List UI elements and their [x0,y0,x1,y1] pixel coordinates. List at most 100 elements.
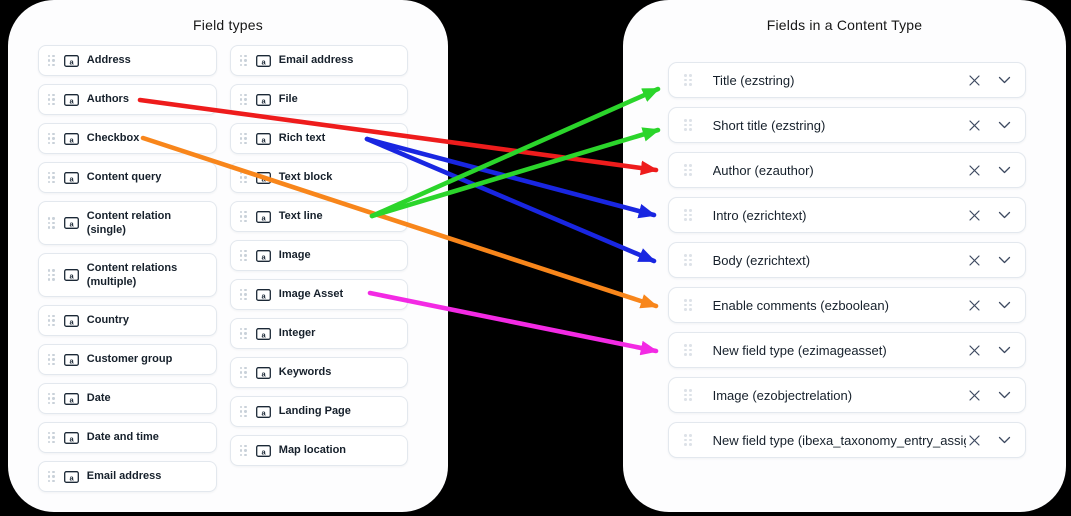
drag-handle-icon[interactable] [240,366,247,379]
content-type-field-row[interactable]: Title (ezstring) [668,62,1026,98]
drag-handle-icon[interactable] [684,253,692,267]
field-type-card[interactable]: a Content relation (single) [38,201,217,245]
content-type-field-row[interactable]: Image (ezobjectrelation) [668,377,1026,413]
drag-handle-icon[interactable] [684,208,692,222]
drag-handle-icon[interactable] [48,392,55,405]
field-type-card[interactable]: a Authors [38,84,217,115]
field-type-card[interactable]: a Rich text [230,123,408,154]
field-type-card[interactable]: a Date and time [38,422,217,453]
close-icon [969,344,980,356]
field-type-label: Address [86,54,131,67]
drag-handle-icon[interactable] [684,433,692,447]
content-type-field-row[interactable]: New field type (ibexa_taxonomy_entry_ass… [668,422,1026,458]
drag-handle-icon[interactable] [240,444,247,457]
field-type-card[interactable]: a Email address [38,461,217,492]
drag-handle-icon[interactable] [240,249,247,262]
collapse-field-button[interactable] [996,119,1013,131]
content-type-field-row[interactable]: Intro (ezrichtext) [668,197,1026,233]
field-type-card[interactable]: a Landing Page [230,396,408,427]
field-type-label: Date and time [86,431,159,444]
drag-handle-icon[interactable] [240,54,247,67]
field-type-label: Customer group [86,353,173,366]
content-type-field-row[interactable]: Short title (ezstring) [668,107,1026,143]
field-type-card[interactable]: a Content relations (multiple) [38,253,217,297]
drag-handle-icon[interactable] [240,93,247,106]
collapse-field-button[interactable] [996,434,1013,446]
drag-handle-icon[interactable] [240,132,247,145]
field-type-card[interactable]: a Content query [38,162,217,193]
remove-field-button[interactable] [966,387,983,404]
field-type-label: Image Asset [278,288,344,301]
field-type-card[interactable]: a Text block [230,162,408,193]
drag-handle-icon[interactable] [48,314,55,327]
content-type-field-row[interactable]: Enable comments (ezboolean) [668,287,1026,323]
content-type-field-row[interactable]: Author (ezauthor) [668,152,1026,188]
field-type-icon: a [255,93,271,106]
collapse-field-button[interactable] [996,164,1013,176]
field-type-label: Landing Page [278,405,351,418]
field-type-card[interactable]: a Address [38,45,217,76]
field-type-label: Map location [278,444,347,457]
remove-field-button[interactable] [966,117,983,134]
collapse-field-button[interactable] [996,209,1013,221]
drag-handle-icon[interactable] [48,54,55,67]
collapse-field-button[interactable] [996,254,1013,266]
remove-field-button[interactable] [966,432,983,449]
drag-handle-icon[interactable] [48,269,55,281]
drag-handle-icon[interactable] [48,470,55,483]
content-type-field-row[interactable]: New field type (ezimageasset) [668,332,1026,368]
chevron-down-icon [998,166,1011,174]
collapse-field-button[interactable] [996,74,1013,86]
drag-handle-icon[interactable] [48,171,55,184]
field-type-icon: a [63,217,79,229]
drag-handle-icon[interactable] [48,217,55,229]
remove-field-button[interactable] [966,162,983,179]
drag-handle-icon[interactable] [684,118,692,132]
collapse-field-button[interactable] [996,299,1013,311]
field-type-card[interactable]: a Text line [230,201,408,232]
field-type-card[interactable]: a Email address [230,45,408,76]
drag-handle-icon[interactable] [48,353,55,366]
field-type-icon: a [255,327,271,340]
field-type-card[interactable]: a Date [38,383,217,414]
drag-handle-icon[interactable] [240,210,247,223]
collapse-field-button[interactable] [996,344,1013,356]
field-type-card[interactable]: a Image [230,240,408,271]
field-label: Body (ezrichtext) [712,252,811,268]
field-types-title: Field types [193,17,263,33]
field-type-card[interactable]: a Country [38,305,217,336]
drag-handle-icon[interactable] [240,288,247,301]
field-type-card[interactable]: a File [230,84,408,115]
field-type-card[interactable]: a Map location [230,435,408,466]
field-label: Enable comments (ezboolean) [712,297,889,313]
remove-field-button[interactable] [966,297,983,314]
field-type-label: Text block [278,171,333,184]
field-type-card[interactable]: a Checkbox [38,123,217,154]
drag-handle-icon[interactable] [684,343,692,357]
field-type-icon: a [255,249,271,262]
drag-handle-icon[interactable] [48,93,55,106]
remove-field-button[interactable] [966,207,983,224]
field-type-icon: a [255,171,271,184]
drag-handle-icon[interactable] [48,431,55,444]
drag-handle-icon[interactable] [240,171,247,184]
drag-handle-icon[interactable] [684,163,692,177]
remove-field-button[interactable] [966,252,983,269]
content-type-field-row[interactable]: Body (ezrichtext) [668,242,1026,278]
field-type-card[interactable]: a Keywords [230,357,408,388]
drag-handle-icon[interactable] [684,388,692,402]
field-type-card[interactable]: a Image Asset [230,279,408,310]
drag-handle-icon[interactable] [240,327,247,340]
drag-handle-icon[interactable] [240,405,247,418]
remove-field-button[interactable] [966,72,983,89]
svg-text:a: a [69,219,74,228]
field-label: Title (ezstring) [712,72,795,88]
field-type-label: Checkbox [86,132,140,145]
field-type-card[interactable]: a Integer [230,318,408,349]
field-type-card[interactable]: a Customer group [38,344,217,375]
drag-handle-icon[interactable] [48,132,55,145]
drag-handle-icon[interactable] [684,73,692,87]
collapse-field-button[interactable] [996,389,1013,401]
drag-handle-icon[interactable] [684,298,692,312]
remove-field-button[interactable] [966,342,983,359]
